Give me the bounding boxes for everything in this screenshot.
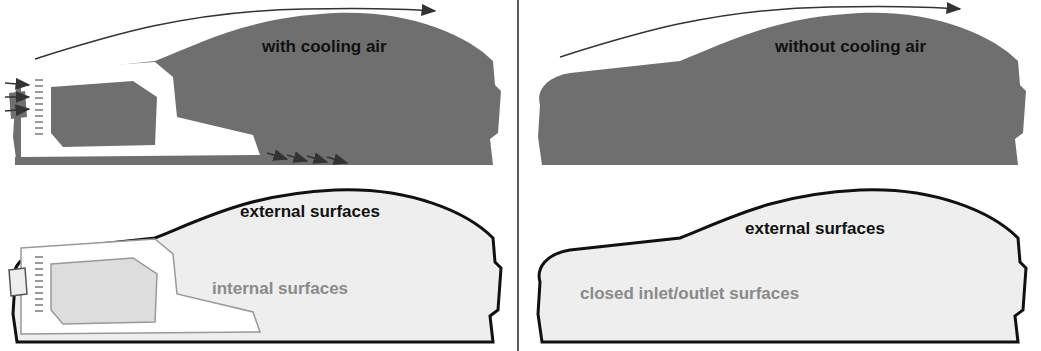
car-surfaces-with-cooling: [9, 190, 501, 342]
surface-label: external surfaces: [745, 220, 885, 239]
surface-label: without cooling air: [775, 38, 926, 57]
surface-label: with cooling air: [262, 38, 387, 57]
surface-label: closed inlet/outlet surfaces: [580, 285, 799, 304]
surface-label: external surfaces: [240, 203, 380, 222]
surface-label: internal surfaces: [212, 280, 348, 299]
car-surfaces-closed: [538, 190, 1026, 342]
car-without-cooling: [538, 6, 1026, 165]
divider: [517, 0, 519, 351]
car-with-cooling: [5, 8, 501, 165]
